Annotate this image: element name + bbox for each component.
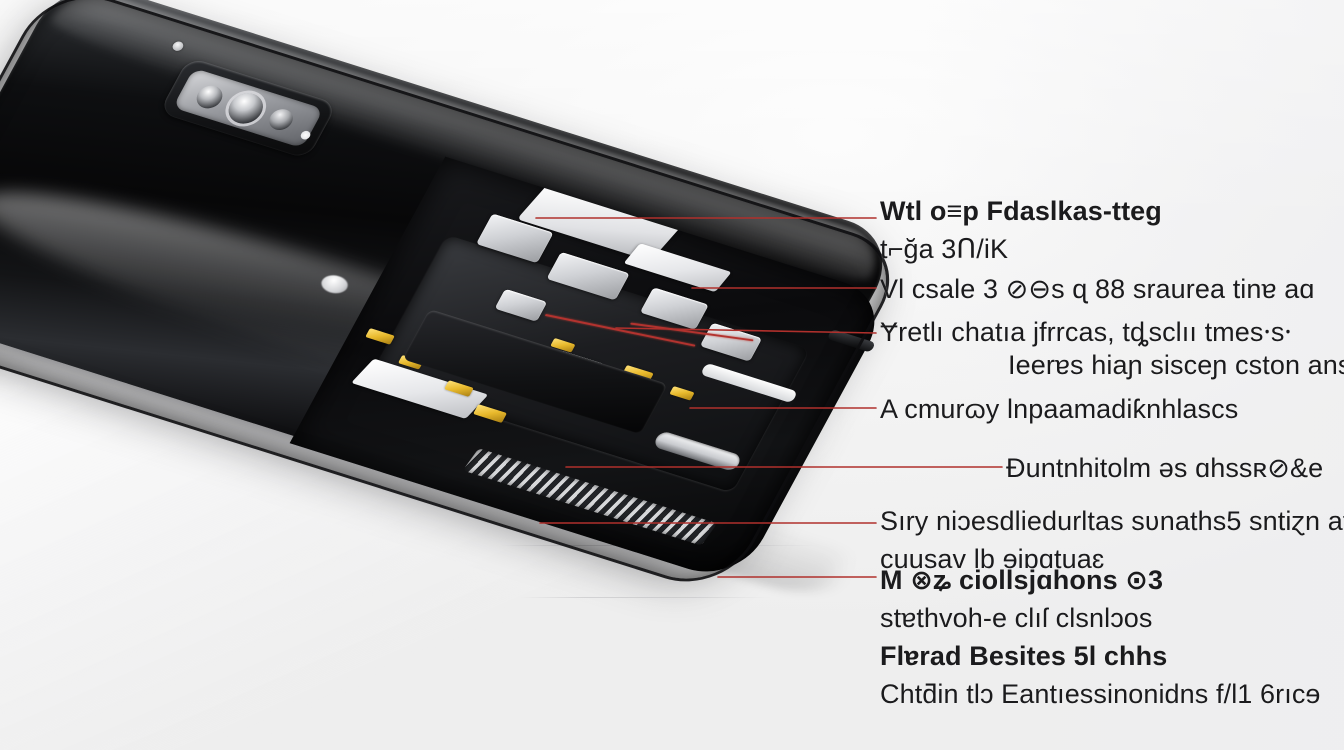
callout-7-line-2: stɐthvoh-e clıſ clsnlɔos — [880, 603, 1153, 633]
callout-1-line-2: t⌐ğa 3Ո/iK — [880, 234, 1009, 264]
callout-7-line-4: Chtƌin tlɔ Eantıessinonidns f/l1 6rıcɘ — [880, 679, 1321, 709]
callout-3-line-1: Ɏretlı chatıa jfrrcas, tȡsclıı tmes⸱s⸱ — [880, 317, 1292, 347]
callout-5-line-1: Ɖuntnhitolm ǝs ɑhssʀ⊘&e — [1006, 453, 1324, 483]
callout-1-line-1: Wtl o≡p Fdaslkas-tteg — [880, 196, 1162, 226]
callout-6-line-1: Sıry niɔesdliedurltas sʋnaths5 sntiɀn at — [880, 506, 1344, 536]
callout-7-line-1: M ⊗ʑ ciollsjɑhons ⊙3 — [880, 565, 1164, 595]
callout-2-line-1: Vl csale 3 ⊘⊖s ɋ 88 sraurea tinɐ aɑ — [880, 274, 1315, 304]
callout-4-line-1: A cmurɷy lnpaamadiƙnhlascs — [880, 394, 1239, 424]
callout-7-line-3: Flɐrad Besites 5l chhs — [880, 641, 1168, 671]
callout-6-line-2: cuusav lb ɘiɒɑtuaɛ — [880, 544, 1105, 574]
callout-3-line-2: Ieerɐs hiaɲ sisceɲ cston ans — [1008, 350, 1344, 380]
background-right-fade — [924, 0, 1344, 750]
